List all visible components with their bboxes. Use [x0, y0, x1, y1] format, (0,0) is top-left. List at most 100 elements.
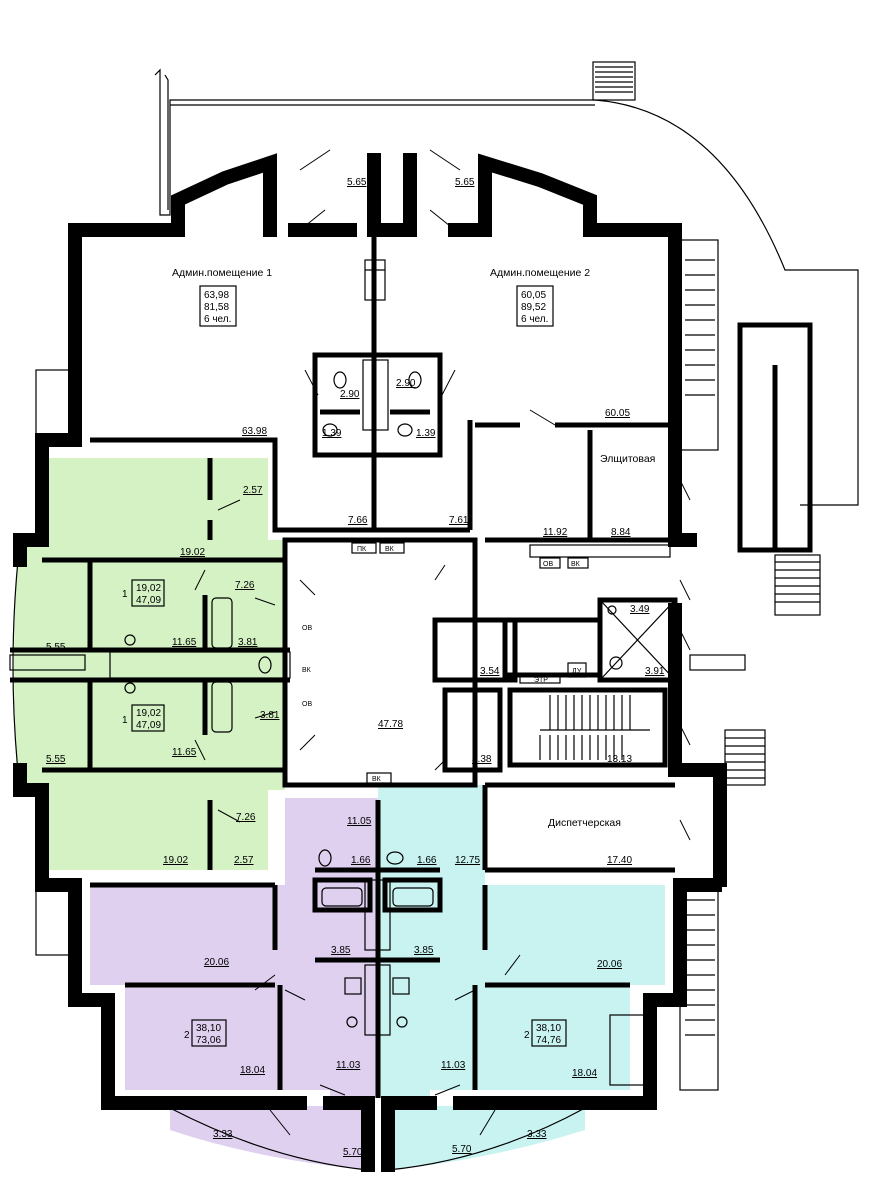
tag-vk: ВК [385, 546, 395, 553]
area-18-04-left: 18.04 [240, 1065, 265, 1076]
purple-apartment-zone [90, 798, 378, 1098]
area-1-66-right: 1.66 [417, 855, 437, 866]
area-4-38: 4.38 [472, 754, 492, 765]
area-47-78: 47.78 [378, 719, 403, 730]
admin1-value2: 81,58 [204, 302, 229, 313]
toilet [397, 423, 413, 437]
room-name-dispatch: Диспетчерская [548, 817, 621, 829]
bathtub [211, 681, 233, 733]
toilet [386, 851, 404, 865]
admin2-value3: 6 чел. [521, 314, 548, 325]
area-3-85-right: 3.85 [414, 945, 434, 956]
area-19-02-top: 19.02 [180, 547, 205, 558]
area-1-66-left: 1.66 [351, 855, 371, 866]
tag-ov: ОВ [302, 625, 312, 632]
area-11-03-left: 11.03 [336, 1060, 361, 1071]
bathtub [392, 887, 434, 907]
sink [408, 371, 422, 389]
exterior-walls [12, 153, 727, 1172]
stove [124, 682, 136, 694]
area-17-40: 17.40 [607, 855, 632, 866]
area-63-98: 63.98 [242, 426, 267, 437]
area-60-05: 60.05 [605, 408, 630, 419]
area-11-65-top: 11.65 [172, 637, 197, 648]
area-12-75: 12.75 [455, 855, 480, 866]
stove [346, 1016, 358, 1028]
area-7-26-bottom: 7.26 [236, 812, 256, 823]
admin1-value3: 6 чел. [204, 314, 231, 325]
area-3-81-top: 3.81 [238, 637, 258, 648]
interior-walls [10, 235, 690, 1098]
area-1-39-left: 1.39 [322, 428, 342, 439]
purple-balcony-zone [170, 1106, 368, 1170]
green-bottom-total: 47,09 [136, 720, 161, 731]
site-lines [9, 61, 859, 1091]
purple-rooms: 2 [184, 1030, 190, 1041]
info-boxes: 63,98 81,58 6 чел. 60,05 89,52 6 чел. 1 … [122, 285, 567, 1047]
area-20-06-left: 20.06 [204, 957, 229, 968]
area-8-84: 8.84 [611, 527, 631, 538]
room-name-admin1: Админ.помещение 1 [172, 267, 272, 279]
area-7-66: 7.66 [348, 515, 368, 526]
area-3-33-right: 3.33 [527, 1129, 547, 1140]
sink [344, 977, 362, 995]
area-5-70-right: 5.70 [452, 1144, 472, 1155]
green-bottom-rooms: 1 [122, 715, 128, 726]
green-top-rooms: 1 [122, 589, 128, 600]
area-18-04-right: 18.04 [572, 1068, 597, 1079]
shafts [109, 259, 671, 1036]
area-2-57-top: 2.57 [243, 485, 263, 496]
purple-living: 38,10 [196, 1023, 221, 1034]
green-top-total: 47,09 [136, 595, 161, 606]
purple-total: 73,06 [196, 1035, 221, 1046]
tag-ov: ОВ [302, 701, 312, 708]
room-names: Админ.помещение 1 Админ.помещение 2 Элщи… [172, 267, 655, 829]
toilet [318, 849, 332, 867]
area-1-39-right: 1.39 [416, 428, 436, 439]
area-3-81-bottom: 3.81 [260, 710, 280, 721]
area-3-33-left: 3.33 [213, 1129, 233, 1140]
area-labels: 5.65 5.65 2.90 2.90 1.39 1.39 63.98 60.0… [46, 177, 665, 1158]
tag-vk: ВК [372, 776, 382, 783]
green-bottom-living: 19,02 [136, 708, 161, 719]
sink [392, 977, 410, 995]
tag-ov: ОВ [543, 561, 553, 568]
tag-du: ДУ [572, 668, 582, 675]
cyan-total: 74,76 [536, 1035, 561, 1046]
cyan-living: 38,10 [536, 1023, 561, 1034]
area-5-55-bottom: 5.55 [46, 754, 66, 765]
area-7-26-top: 7.26 [235, 580, 255, 591]
doors [194, 149, 691, 1136]
tag-etr: ЭТР [534, 677, 548, 684]
area-3-49: 3.49 [630, 604, 650, 615]
fixtures [124, 371, 434, 1028]
cyan-balcony-zone [388, 1106, 585, 1170]
area-3-54: 3.54 [480, 666, 500, 677]
area-20-06-right: 20.06 [597, 959, 622, 970]
area-5-65-left: 5.65 [347, 177, 367, 188]
area-5-65-right: 5.65 [455, 177, 475, 188]
admin2-value1: 60,05 [521, 290, 546, 301]
bathtub [321, 887, 363, 907]
stove [396, 1016, 408, 1028]
green-apartment-zone [22, 458, 285, 870]
area-5-70-left: 5.70 [343, 1147, 363, 1158]
room-name-admin2: Админ.помещение 2 [490, 267, 590, 279]
green-top-living: 19,02 [136, 583, 161, 594]
admin2-value2: 89,52 [521, 302, 546, 313]
toilet [322, 423, 338, 437]
area-5-55-top: 5.55 [46, 642, 66, 653]
area-3-85-left: 3.85 [331, 945, 351, 956]
tags: ПК ВК ВК ОВ ВК ОВ ВК ОВ ЭТР ДУ [302, 542, 589, 784]
area-11-92: 11.92 [543, 527, 568, 538]
cyan-rooms: 2 [524, 1030, 530, 1041]
area-2-90-right: 2.90 [396, 378, 416, 389]
sink [333, 371, 347, 389]
area-11-65-bottom: 11.65 [172, 747, 197, 758]
bathtub [211, 597, 233, 649]
room-name-elshch: Элщитовая [600, 453, 655, 465]
stove [124, 634, 136, 646]
area-2-90-left: 2.90 [340, 389, 360, 400]
cyan-apartment-zone [378, 785, 665, 1098]
